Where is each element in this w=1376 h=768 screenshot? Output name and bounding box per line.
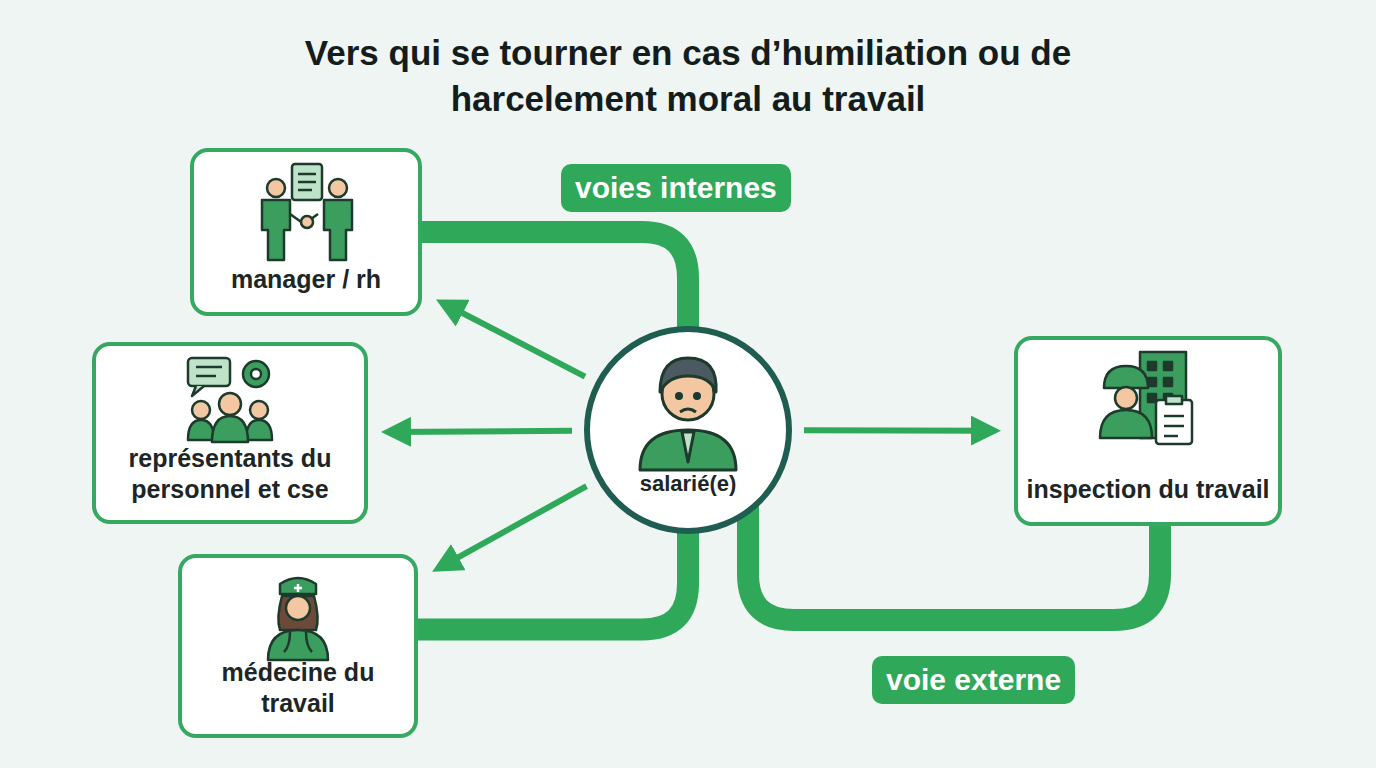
arrow-connector — [440, 486, 587, 567]
node-label: médecine du travail — [190, 657, 406, 718]
arrow-connector — [444, 304, 585, 377]
arrow-connector — [390, 431, 572, 432]
node-label: salarié(e) — [640, 471, 737, 498]
pathway-label: voie externe — [872, 656, 1075, 704]
arrow-connector — [804, 427, 992, 433]
title-text: Vers qui se tourner en cas d’humiliation… — [268, 30, 1108, 121]
node-label: manager / rh — [231, 264, 381, 295]
employee-circle: salarié(e) — [584, 326, 792, 534]
contact-box: médecine du travail — [178, 554, 418, 738]
contact-box: inspection du travail — [1014, 336, 1282, 526]
node-label: représentants du personnel et cse — [104, 443, 356, 504]
contact-box: manager / rh — [190, 148, 422, 316]
pathway-label: voies internes — [561, 164, 791, 212]
node-label: inspection du travail — [1026, 474, 1269, 505]
contact-box: représentants du personnel et cse — [92, 342, 368, 524]
title-block: Vers qui se tourner en cas d’humiliation… — [0, 30, 1376, 121]
